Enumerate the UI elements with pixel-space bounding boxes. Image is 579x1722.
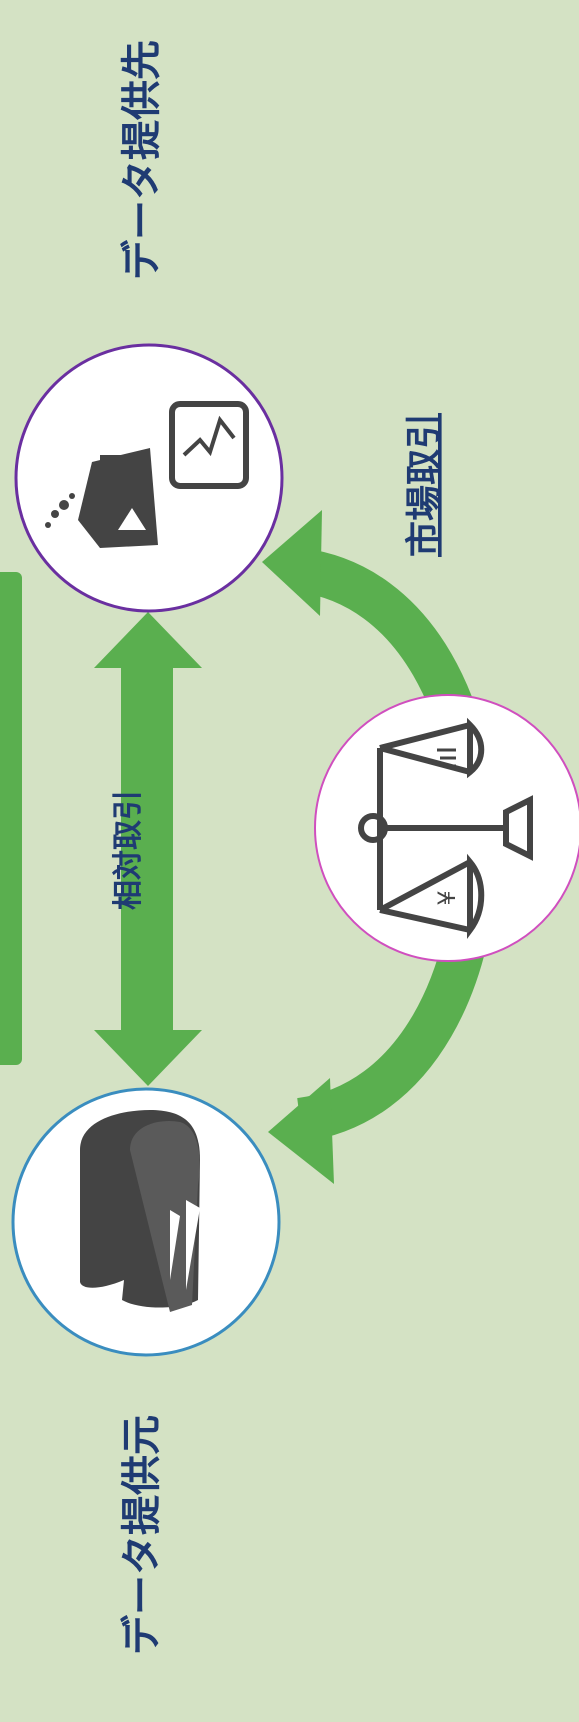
bilateral-arrow: [94, 612, 202, 1086]
market-trade-label: 市場取引: [404, 413, 445, 557]
market-node: ¥: [314, 694, 579, 962]
provider-dest-label: データ提供先: [119, 40, 165, 280]
provider-src-label: データ提供元: [119, 1415, 165, 1655]
balance-scale-icon: ¥: [358, 717, 533, 940]
left-edge-bar: [0, 572, 22, 1065]
provider-src-node: [11, 1087, 281, 1357]
svg-text:¥: ¥: [433, 890, 461, 905]
lab-analysis-icon: [45, 401, 249, 548]
bilateral-trade-label: 相対取引: [111, 790, 146, 910]
provider-dest-node: [14, 343, 284, 613]
people-icon: [80, 1110, 200, 1312]
